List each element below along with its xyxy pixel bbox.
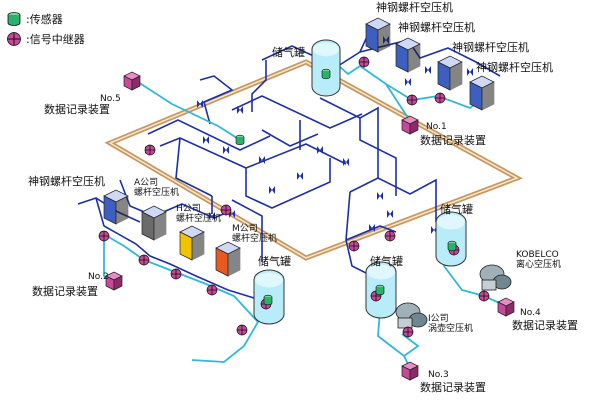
logger-3-no: No.3 <box>428 370 449 380</box>
relay-icon <box>384 230 396 242</box>
pipe-sensors <box>235 68 457 306</box>
valve-icon <box>387 210 393 218</box>
logger-5-name: 数据记录装置 <box>44 103 110 116</box>
relay-icon <box>406 94 418 106</box>
data-loggers <box>105 71 515 381</box>
storage-tank <box>435 211 467 267</box>
kobelco-centrifugal-label: KOBELCO 离心空压机 <box>516 250 562 271</box>
compressor-label-1: 神钢螺杆空压机 <box>376 1 453 14</box>
compressor-label-3: 神钢螺杆空压机 <box>452 41 529 54</box>
tank-label-right: 储气罐 <box>440 203 473 216</box>
data-logger-icon <box>497 297 515 317</box>
storage-tanks <box>253 39 467 325</box>
relay-icon <box>434 92 446 104</box>
compressor-unit <box>103 189 129 225</box>
logger-3-name: 数据记录装置 <box>420 381 486 394</box>
relay-icon <box>478 290 490 302</box>
data-logger-icon <box>401 361 419 381</box>
company-m-label: M公司 螺杆空压机 <box>232 224 278 245</box>
legend-relay-row: :信号中继器 <box>6 30 85 48</box>
compressors <box>103 17 512 329</box>
storage-tank <box>311 39 341 97</box>
tank-label-bottom-mid: 储气罐 <box>370 255 403 268</box>
legend-sensor-label: :传感器 <box>26 13 63 26</box>
relay-icon <box>170 268 182 280</box>
valve-icon <box>197 100 203 108</box>
valve-icon <box>317 146 323 154</box>
compressor-unit <box>395 37 421 73</box>
legend-sensor-row: :传感器 <box>6 10 63 28</box>
relay-icon <box>236 324 248 336</box>
logger-2-name: 数据记录装置 <box>32 285 98 298</box>
valve-icon <box>203 136 209 144</box>
compressor-unit <box>141 205 167 241</box>
company-h-label: H公司 螺杆空压机 <box>176 204 222 225</box>
logger-4-no: No.4 <box>520 308 541 318</box>
sensor-icon <box>7 12 21 26</box>
legend-relay-label: :信号中继器 <box>26 33 85 46</box>
relay-icon <box>220 204 232 216</box>
logger-2-no: No.2 <box>88 272 109 282</box>
compressor-unit <box>437 55 463 91</box>
valve-icon <box>425 66 431 74</box>
compressor-label-2: 神钢螺杆空压机 <box>398 21 475 34</box>
compressor-unit <box>365 17 391 53</box>
valve-icon <box>377 192 383 200</box>
valve-icon <box>259 156 265 164</box>
tank-label-top: 储气罐 <box>272 46 305 59</box>
relay-icon <box>402 326 414 338</box>
signal-relays <box>98 56 490 338</box>
turbo-compressor-unit <box>479 264 512 291</box>
valve-icon <box>467 68 473 76</box>
valve-icon <box>237 106 243 114</box>
logger-5-no: No.5 <box>100 94 121 104</box>
relay-icon <box>7 32 21 46</box>
sensor-icon <box>375 284 385 296</box>
turbo-compressor-unit <box>395 302 428 329</box>
valve-icon <box>343 158 349 166</box>
company-a-label: A公司 螺杆空压机 <box>134 178 180 199</box>
valve-icon <box>369 224 375 232</box>
relay-icon <box>206 284 218 296</box>
valve-icon <box>269 186 275 194</box>
logger-4-name: 数据记录装置 <box>512 319 578 332</box>
relay-icon <box>144 144 156 156</box>
valve-icon <box>223 146 229 154</box>
sensor-icon <box>235 134 245 146</box>
relay-icon <box>138 254 150 266</box>
compressor-unit <box>215 241 241 277</box>
valve-icon <box>209 212 215 220</box>
logger-1-name: 数据记录装置 <box>420 134 486 147</box>
compressor-unit <box>179 225 205 261</box>
relay-icon <box>98 230 110 242</box>
relay-icon <box>358 56 370 68</box>
pipe-network <box>77 23 501 299</box>
company-i-label: I公司 涡壶空压机 <box>428 314 474 335</box>
valve-icon <box>405 78 411 86</box>
tank-label-bottom-left: 储气罐 <box>258 255 291 268</box>
compressor-unit <box>469 75 495 111</box>
data-logger-icon <box>105 271 123 291</box>
sensor-icon <box>447 240 457 252</box>
valve-icon <box>297 172 303 180</box>
data-logger-icon <box>123 71 141 91</box>
compressor-label-left: 神钢螺杆空压机 <box>28 175 105 188</box>
logger-1-no: No.1 <box>426 122 447 132</box>
sensor-icon <box>321 68 331 80</box>
relay-icon <box>348 240 360 252</box>
data-logger-icon <box>401 115 419 135</box>
compressor-label-4: 神钢螺杆空压机 <box>476 61 553 74</box>
sensor-icon <box>263 294 273 306</box>
legend: :传感器 :信号中继器 <box>6 10 118 54</box>
